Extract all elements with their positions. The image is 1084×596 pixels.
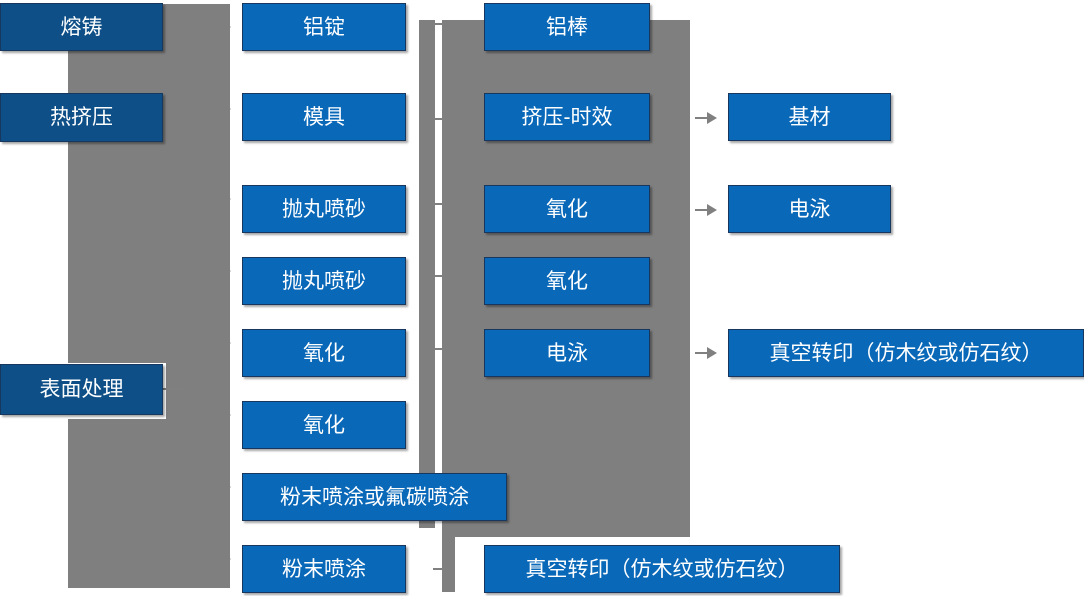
node-oxidation-c3-1[interactable]: 氧化 (484, 185, 650, 233)
bridge-tick-5 (433, 348, 445, 350)
node-electrophoresis-c3[interactable]: 电泳 (484, 329, 650, 377)
node-label: 铝锭 (303, 15, 345, 39)
node-label: 熔铸 (60, 15, 103, 39)
arrow-to-c4n1 (695, 112, 717, 124)
node-label: 电泳 (788, 197, 831, 221)
arrow-to-c2n6 (218, 407, 231, 423)
connector-bar-left (419, 20, 435, 528)
node-label: 真空转印（仿木纹或仿石纹） (525, 557, 799, 581)
node-shot-blasting-1[interactable]: 抛丸喷砂 (242, 185, 406, 233)
connector-band-main (68, 4, 230, 588)
node-aluminum-ingot[interactable]: 铝锭 (242, 3, 406, 51)
node-label: 模具 (303, 105, 345, 129)
node-label: 抛丸喷砂 (282, 197, 366, 221)
band-marker-1 (69, 75, 83, 83)
connector-bar-right (442, 20, 455, 592)
arrow-to-c2n3 (218, 191, 231, 207)
node-label: 氧化 (303, 413, 345, 437)
node-oxidation-c2-1[interactable]: 氧化 (242, 329, 406, 377)
node-aluminum-bar[interactable]: 铝棒 (484, 3, 650, 51)
bridge-tick-1 (433, 23, 445, 25)
node-label: 热挤压 (50, 106, 113, 129)
node-vacuum-transfer-c4[interactable]: 真空转印（仿木纹或仿石纹） (728, 329, 1084, 377)
node-shot-blasting-2[interactable]: 抛丸喷砂 (242, 257, 406, 305)
arrow-to-c2n5 (218, 335, 231, 351)
arrow-to-c2n1 (218, 19, 231, 35)
arrow-to-c2n7 (218, 479, 231, 495)
bridge-tick-3 (433, 203, 445, 205)
surface-treatment-stub (163, 388, 185, 390)
node-electrophoresis-c4[interactable]: 电泳 (728, 185, 891, 233)
node-label: 电泳 (546, 341, 588, 365)
node-substrate[interactable]: 基材 (728, 93, 891, 141)
node-label: 表面处理 (39, 378, 124, 401)
node-oxidation-c2-2[interactable]: 氧化 (242, 401, 406, 449)
node-label: 真空转印（仿木纹或仿石纹） (769, 341, 1043, 365)
node-mold[interactable]: 模具 (242, 93, 406, 141)
node-powder-coating[interactable]: 粉末喷涂 (242, 545, 406, 593)
node-label: 氧化 (303, 341, 345, 365)
notch-white-upper (0, 0, 68, 596)
node-hot-extrusion[interactable]: 热挤压 (0, 93, 163, 142)
node-label: 抛丸喷砂 (282, 269, 366, 293)
node-powder-or-fluorocarbon-coating[interactable]: 粉末喷涂或氟碳喷涂 (242, 473, 507, 521)
arrow-to-c4n3 (695, 347, 717, 359)
node-extrusion-aging[interactable]: 挤压-时效 (484, 93, 650, 141)
node-label: 氧化 (546, 269, 588, 293)
node-melting-casting[interactable]: 熔铸 (0, 3, 163, 51)
node-label: 基材 (788, 105, 831, 129)
bridge-tick-4 (433, 275, 445, 277)
node-oxidation-c3-2[interactable]: 氧化 (484, 257, 650, 305)
node-label: 挤压-时效 (521, 105, 613, 129)
bridge-tick-6 (433, 568, 445, 570)
band-marker-2 (69, 340, 83, 348)
arrow-to-c2n2 (218, 101, 231, 117)
arrow-to-c2n8 (218, 551, 231, 567)
node-label: 粉末喷涂 (282, 557, 366, 581)
node-vacuum-transfer-c3[interactable]: 真空转印（仿木纹或仿石纹） (484, 545, 840, 593)
node-surface-treatment[interactable]: 表面处理 (0, 364, 163, 415)
arrow-to-c2n4 (218, 263, 231, 279)
node-label: 粉末喷涂或氟碳喷涂 (280, 485, 469, 509)
bridge-tick-2 (433, 118, 445, 120)
arrow-to-c4n2 (695, 204, 717, 216)
node-label: 铝棒 (546, 15, 588, 39)
node-label: 氧化 (546, 197, 588, 221)
